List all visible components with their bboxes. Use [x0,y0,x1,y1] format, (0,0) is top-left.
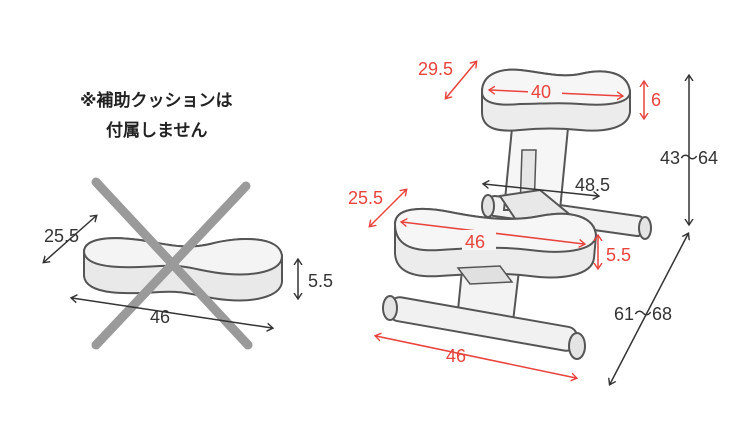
cushion-height-dimension: 5.5 [298,260,333,298]
seat-bracket [456,265,514,285]
rear-bar-cap [638,216,652,240]
knee-width-label: 40 [531,82,551,102]
chair-illustration [382,68,652,360]
seat-depth-label: 25.5 [348,188,383,208]
knee-height-label: 43〜64 [660,148,718,168]
cushion-depth-label: 25.5 [44,226,79,246]
seat-thickness-label: 5.5 [606,245,631,265]
seat-depth-dimension: 25.5 [348,188,406,226]
base-length-label: 61〜68 [614,304,672,324]
front-bar-cap-left [382,295,398,321]
cushion-width-label: 46 [150,307,170,327]
cushion-depth-dimension: 25.5 [44,216,96,262]
seat-knee-distance-dimension: 48.5 [484,175,610,196]
knee-depth-label: 29.5 [418,59,453,79]
seat-thickness-dimension: 5.5 [598,236,631,268]
knee-thickness-dimension: 6 [644,82,661,118]
knee-thickness-label: 6 [651,90,661,110]
front-bar-cap-right [568,332,586,360]
base-width-label: 46 [446,346,466,366]
knee-width-dimension: 40 [490,80,622,102]
note-line-1: ※補助クッションは [80,91,233,111]
base-width-dimension: 46 [376,336,576,378]
knee-depth-dimension: 29.5 [418,59,476,98]
seat-width-label: 46 [465,232,485,252]
seat-knee-distance-label: 48.5 [575,175,610,195]
seat-width-dimension: 46 [402,222,584,252]
rear-bar-cap-left [481,194,495,218]
note-text: ※補助クッションは 付属しません [80,86,300,146]
knee-height-dimension: 43〜64 [660,76,718,224]
cushion-height-label: 5.5 [308,271,333,291]
cushion-width-dimension: 46 [72,298,272,328]
base-length-dimension: 61〜68 [610,234,688,384]
note-line-2: 付属しません [106,121,208,141]
